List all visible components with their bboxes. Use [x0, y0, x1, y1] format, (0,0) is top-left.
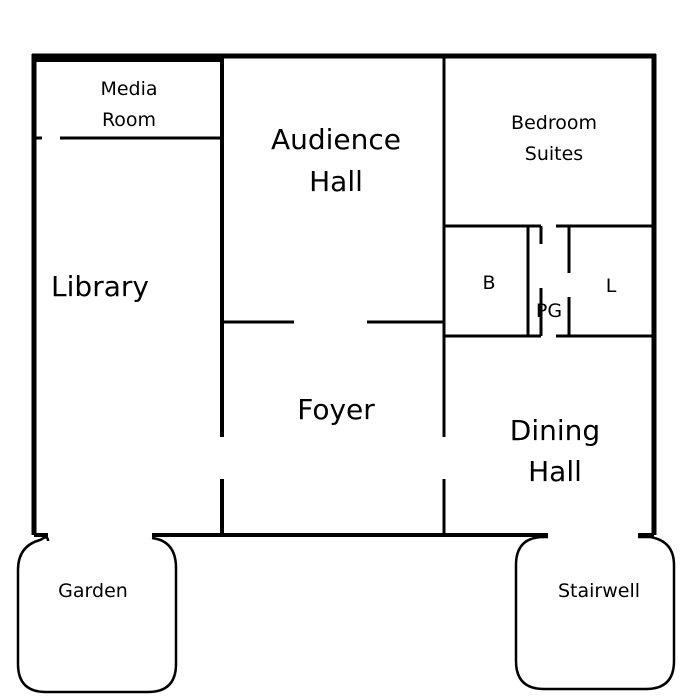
stairwell-outline: [514, 535, 676, 691]
media-room-label-1: Media: [100, 78, 157, 100]
walls: [31, 53, 657, 537]
media-room-label-2: Room: [102, 109, 156, 131]
garden-label: Garden: [58, 580, 128, 602]
dining-hall-label-2: Hall: [528, 455, 582, 488]
passage-label: PG: [536, 300, 562, 322]
laundry-label: L: [606, 275, 617, 297]
bedroom-suites-label-2: Suites: [525, 143, 583, 165]
foyer-label: Foyer: [297, 393, 375, 426]
bath-label: B: [482, 272, 495, 294]
library-label: Library: [51, 270, 149, 303]
audience-hall-label-2: Hall: [309, 165, 363, 198]
stairwell-label: Stairwell: [558, 580, 640, 602]
bedroom-suites-label-1: Bedroom: [511, 112, 597, 134]
audience-hall-label-1: Audience: [271, 123, 401, 156]
dining-hall-label-1: Dining: [510, 414, 600, 447]
garden-outline: [16, 536, 178, 694]
